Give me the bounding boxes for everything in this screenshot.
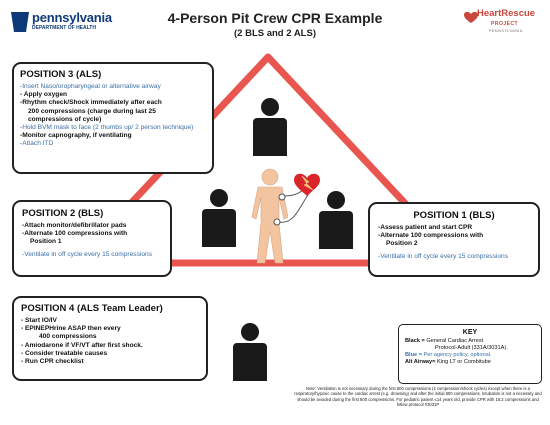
position-3-item: -Insert Naso/oropharyngeal or alternativ… <box>20 83 161 90</box>
key-row-black: Black = General Cardiac Arrest <box>405 338 535 345</box>
position-1-item: -Alternate 100 compressions with <box>378 232 484 240</box>
patient-figure <box>251 168 289 264</box>
key-alt-text: King LT or Combitube <box>436 359 491 365</box>
position-4-item: 400 compressions <box>39 333 97 341</box>
position-4-item: - Amiodarone if VF/VT after first shock. <box>21 341 143 349</box>
position-3-item: -Rhythm check/Shock immediately after ea… <box>20 99 162 107</box>
heartrescue-heart-icon <box>464 11 478 23</box>
position-4-item: - Start IO/IV <box>21 317 57 324</box>
lightning-bolt-icon <box>301 175 314 191</box>
rescuer-figure-position-4 <box>233 323 267 381</box>
position-1-item: Position 2 <box>386 240 418 248</box>
logo-left-sub: DEPARTMENT OF HEALTH <box>32 25 96 31</box>
rescuer-figure-position-3 <box>253 98 287 156</box>
key-blue-text: Per agency policy, optional. <box>423 352 492 358</box>
position-4-title: POSITION 4 (ALS Team Leader) <box>21 303 163 314</box>
position-1-title: POSITION 1 (BLS) <box>413 210 495 221</box>
logo-right-name: HeartRescue <box>477 8 536 19</box>
defib-pad <box>273 218 281 226</box>
position-1-item: -Ventilate in off cycle every 15 compres… <box>378 252 508 260</box>
heartrescue-logo: HeartRescue PROJECT PENNSYLVANIA <box>463 8 545 38</box>
position-3-item: -Hold BVM mask to face (2 thumbs up/ 2 p… <box>20 124 194 132</box>
key-title: KEY <box>462 329 478 336</box>
rescuer-figure-position-1 <box>319 191 353 249</box>
position-3-item: - Apply oxygen <box>20 91 68 99</box>
position-4-item: - Consider treatable causes <box>21 349 108 357</box>
logo-left-name: pennsylvania <box>32 10 112 25</box>
page-subtitle: (2 BLS and 2 ALS) <box>234 28 316 39</box>
position-3-item: compressions of cycle) <box>28 115 102 123</box>
key-alt-label: Alt Airway= <box>405 359 436 365</box>
position-3-item: 200 compressions (charge during last 25 <box>28 107 156 115</box>
defib-pad <box>278 193 286 201</box>
position-1-item: -Assess patient and start CPR <box>378 224 473 231</box>
position-2-item: -Alternate 100 compressions with <box>22 230 128 238</box>
key-blue-label: Blue = <box>405 352 422 358</box>
position-3-item: -Attach ITD <box>20 140 54 148</box>
keystone-icon <box>11 12 29 32</box>
position-4-item: - Run CPR checklist <box>21 358 84 366</box>
key-black-text-2: Protocol-Adult (331A/3031A). <box>435 345 508 351</box>
pennsylvania-logo: pennsylvania DEPARTMENT OF HEALTH <box>8 10 148 34</box>
position-2-box: POSITION 2 (BLS) -Attach monitor/defibri… <box>12 200 172 277</box>
position-4-item: - EPINEPHrine ASAP then every <box>21 325 121 333</box>
position-3-box: POSITION 3 (ALS) -Insert Naso/oropharyng… <box>12 62 214 174</box>
page-title: 4-Person Pit Crew CPR Example <box>167 10 383 26</box>
logo-right-state: PENNSYLVANIA <box>489 28 523 33</box>
position-4-box: POSITION 4 (ALS Team Leader) - Start IO/… <box>12 296 208 381</box>
key-row-blue: Blue = Per agency policy, optional. <box>405 352 535 359</box>
position-3-item: -Monitor capnography, if ventilating <box>20 132 132 140</box>
key-box: KEY Black = General Cardiac Arrest Proto… <box>398 324 542 384</box>
position-1-box: POSITION 1 (BLS) -Assess patient and sta… <box>368 202 540 277</box>
position-2-item: -Ventilate in off cycle every 15 compres… <box>22 250 152 258</box>
position-3-title: POSITION 3 (ALS) <box>20 69 102 80</box>
rescuer-figure-position-2 <box>202 189 236 247</box>
position-2-item: Position 1 <box>30 238 62 246</box>
key-black-text: General Cardiac Arrest <box>426 338 484 344</box>
logo-right-sub: PROJECT <box>491 21 519 27</box>
key-row-alt: Alt Airway= King LT or Combitube <box>405 359 535 366</box>
defib-wire <box>278 191 311 223</box>
key-black-label: Black = <box>405 338 425 344</box>
position-2-title: POSITION 2 (BLS) <box>22 208 104 219</box>
position-2-item: -Attach monitor/defibrillator pads <box>22 222 127 229</box>
footnote: Note: Ventilation is not necessary durin… <box>294 386 542 408</box>
